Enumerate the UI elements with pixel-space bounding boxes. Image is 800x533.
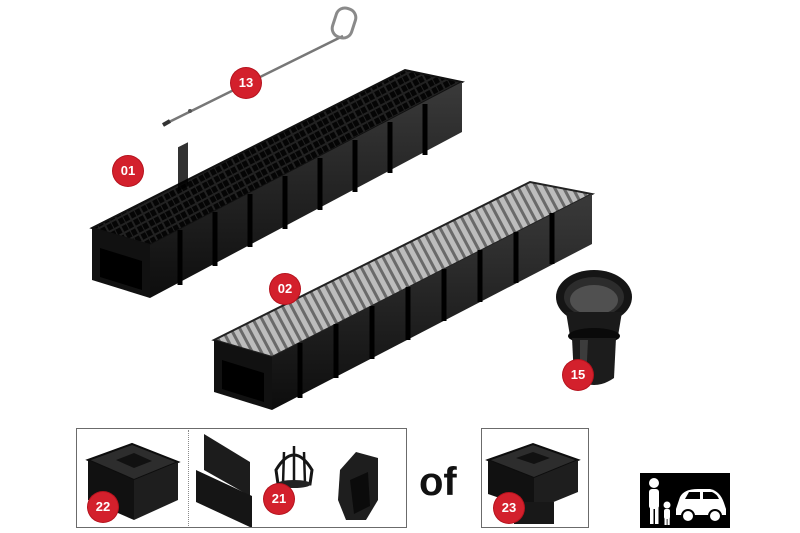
pit-panel-frame (481, 428, 589, 528)
cleaning-rod-icon (162, 6, 358, 127)
accessory-panel-frame (76, 428, 407, 528)
alternative-separator: of (419, 460, 457, 504)
pedestrian-car-icon (640, 473, 730, 528)
badge-channel-black: 01 (113, 156, 143, 186)
badge-end-box: 22 (88, 492, 118, 522)
badge-accessory-set: 21 (264, 484, 294, 514)
panel-divider (188, 430, 189, 526)
badge-channel-galvanised: 02 (270, 274, 300, 304)
badge-outlet: 15 (563, 360, 593, 390)
badge-pit: 23 (494, 493, 524, 523)
channel-galvanised-grate (211, 180, 596, 410)
badge-cleaning-rod: 13 (231, 68, 261, 98)
channel-black-grate (89, 68, 465, 298)
